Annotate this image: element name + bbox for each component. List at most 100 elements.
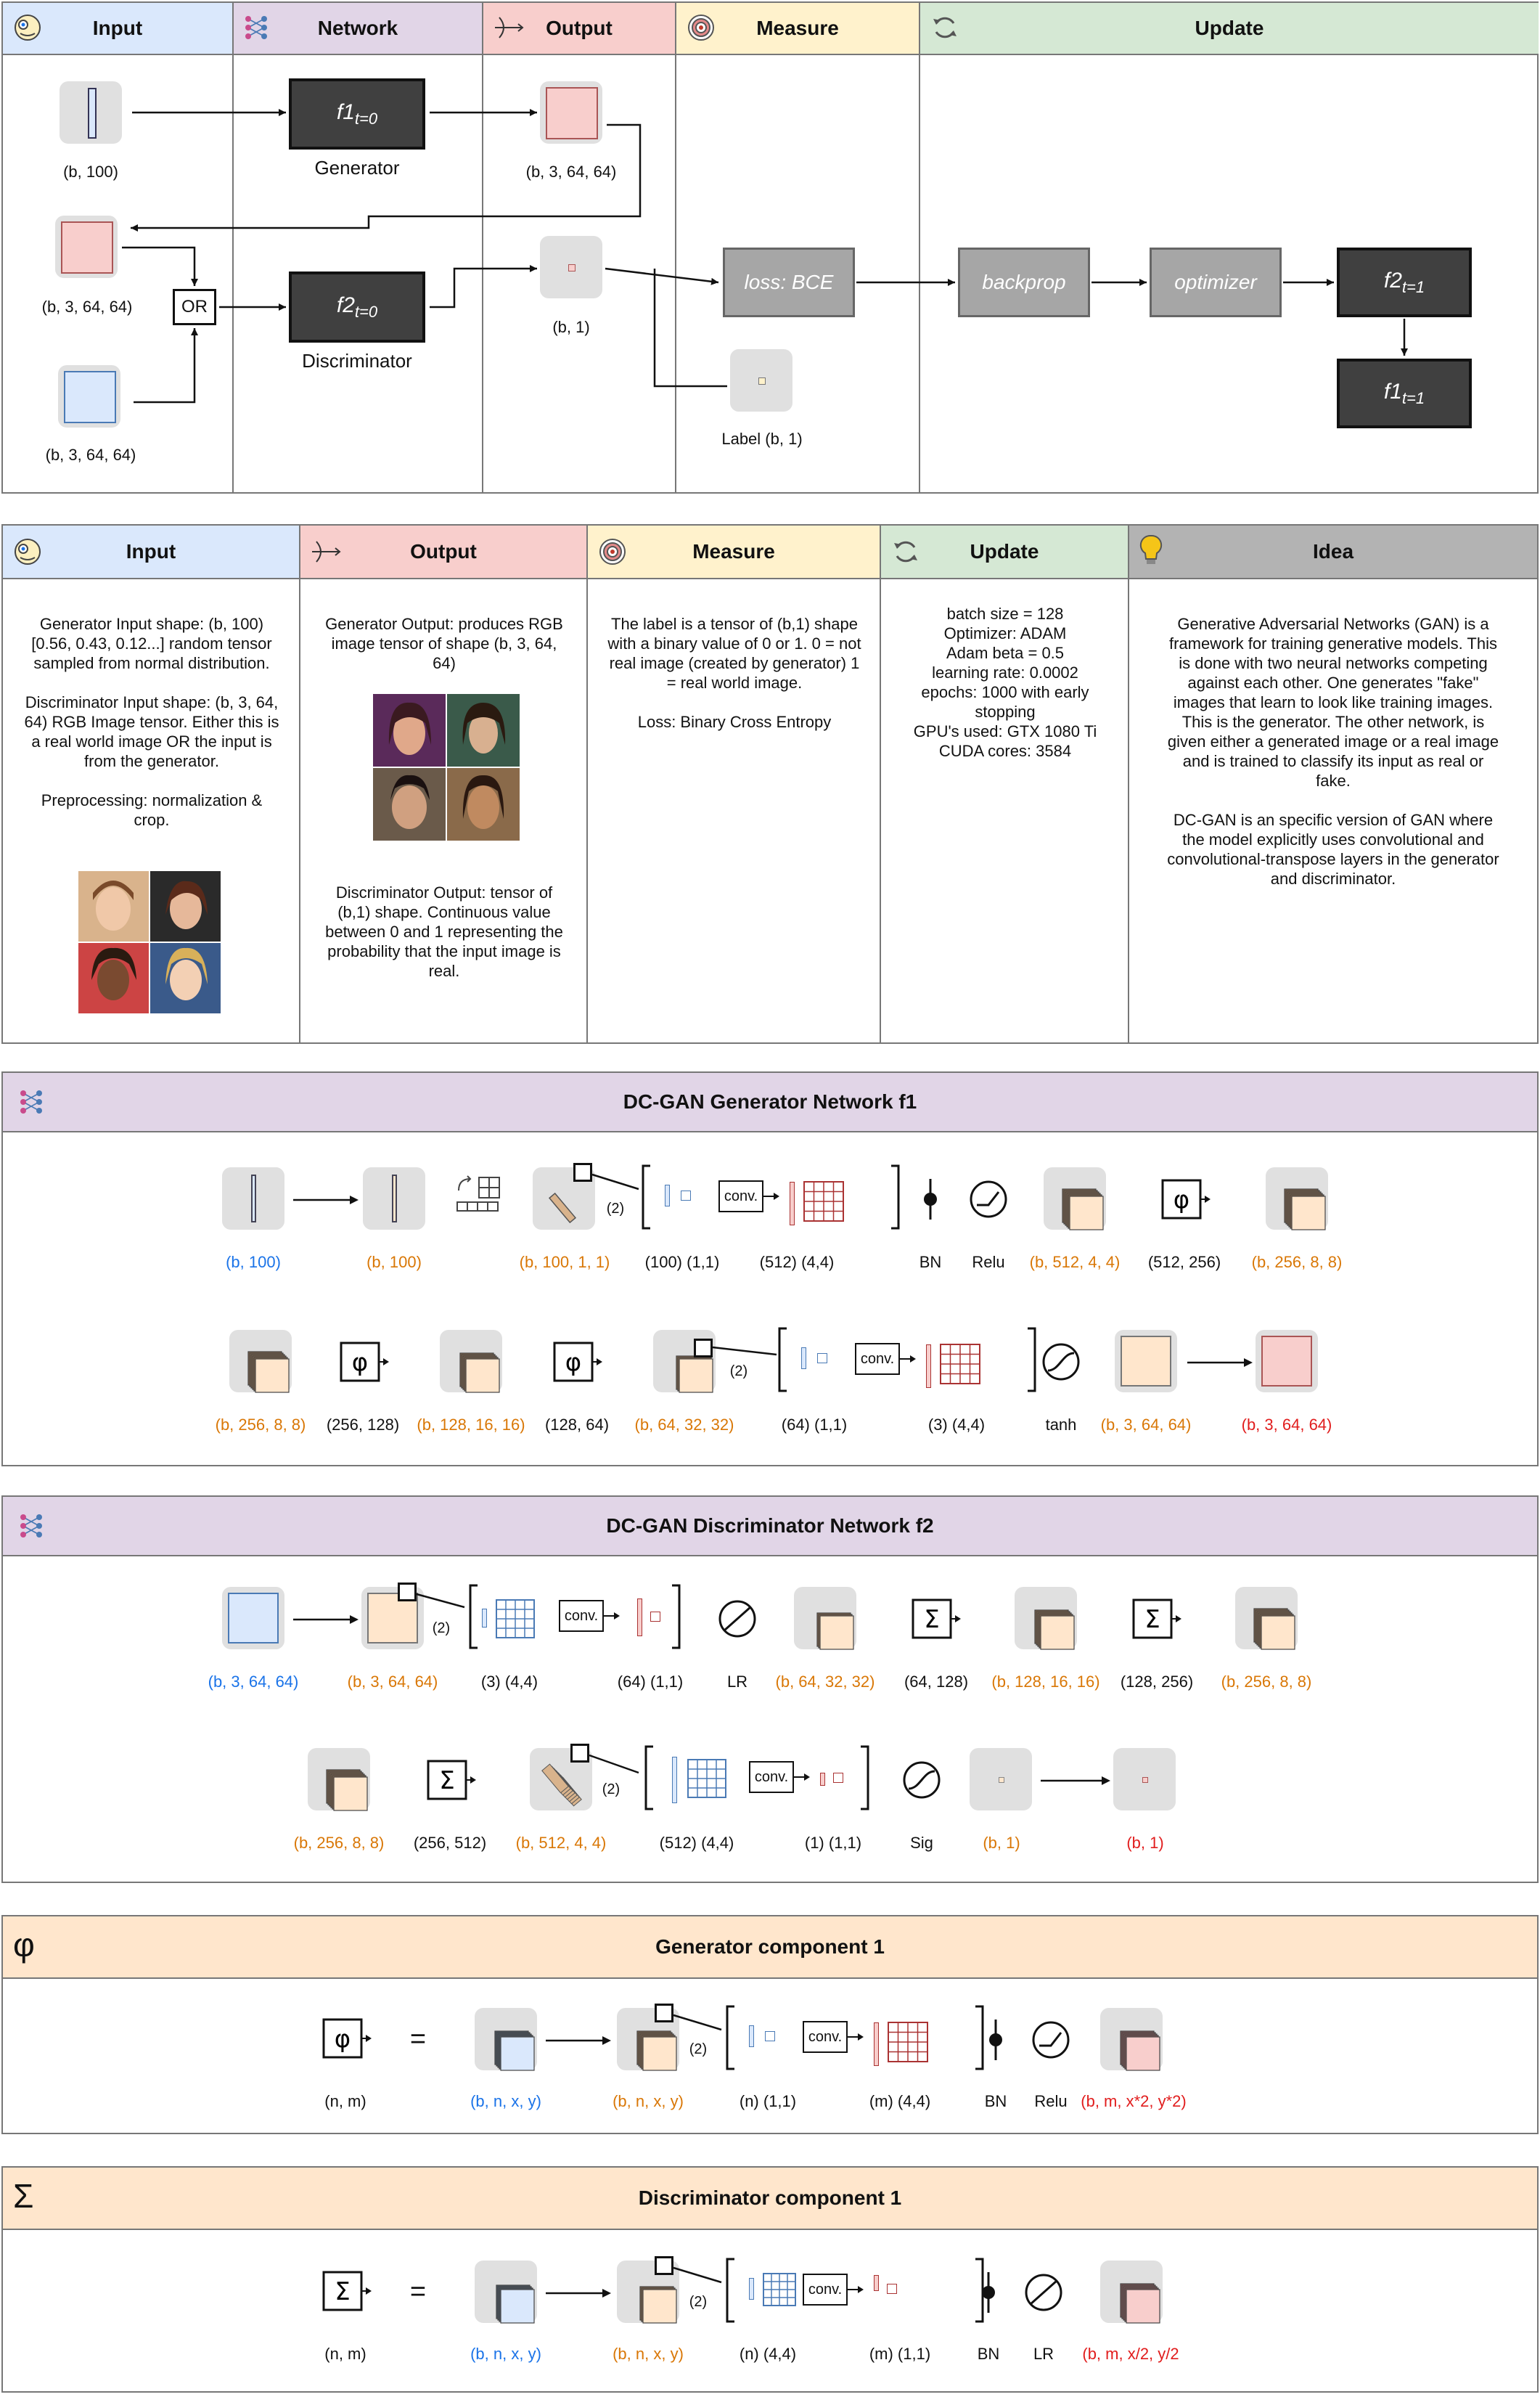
gen-output-shape: (b, 3, 64, 64)	[525, 163, 617, 181]
conv-arrow	[848, 2033, 864, 2041]
shape-label: (64) (1,1)	[781, 1416, 848, 1434]
link-line	[589, 1754, 639, 1774]
shape-label: (b, 100)	[366, 1253, 422, 1271]
shape-label: (b, 128, 16, 16)	[417, 1416, 525, 1434]
tensor-stack-icon	[496, 2284, 535, 2324]
channel-bar	[801, 1347, 806, 1369]
shape-label: (128, 256)	[1120, 1673, 1194, 1691]
label-shape: Label (b, 1)	[721, 430, 803, 448]
arrow	[1041, 1776, 1110, 1785]
discriminator-sub: t=0	[354, 302, 378, 321]
bracket-right	[861, 1745, 869, 1810]
generator-box[interactable]: f1t=0	[289, 78, 425, 150]
col-divider	[234, 55, 483, 494]
shape-label: (b, 3, 64, 64)	[347, 1673, 438, 1691]
kernel-corner	[655, 2004, 673, 2022]
backprop-box[interactable]: backprop	[958, 248, 1090, 317]
shape-label: (64) (1,1)	[617, 1673, 684, 1691]
kernel-grid	[888, 2022, 928, 2062]
channel-bar	[482, 1609, 487, 1628]
refresh-icon	[891, 537, 920, 566]
kernel-square	[765, 2031, 775, 2041]
header-output-label: Output	[546, 17, 613, 39]
measure-text-1: The label is a tensor of (b,1) shape wit…	[607, 615, 861, 692]
shape-label: (m) (1,1)	[869, 2345, 931, 2363]
image-icon	[228, 1593, 279, 1643]
kernel-grid	[687, 1759, 726, 1798]
col-divider	[483, 55, 676, 494]
input-text-3: Preprocessing: normalization & crop.	[41, 791, 263, 829]
arrow	[293, 1196, 359, 1204]
batchnorm-icon	[989, 2020, 1002, 2060]
discriminator-component-header: Σ Discriminator component 1	[3, 2168, 1537, 2230]
shape-label: (b, 512, 4, 4)	[1029, 1253, 1121, 1271]
arrow	[546, 2289, 611, 2298]
tensor-stack-icon	[494, 2030, 535, 2071]
info-col	[3, 579, 300, 1042]
bracket-left	[469, 1584, 478, 1649]
f1-next-sub: t=1	[1401, 388, 1425, 407]
kernel-corner	[398, 1583, 417, 1601]
noise-vector	[251, 1175, 256, 1222]
discriminator-box[interactable]: f2t=0	[289, 271, 425, 343]
phi-block-icon: φ	[553, 1342, 602, 1382]
svg-text:Σ: Σ	[439, 1766, 454, 1795]
shape-label: Sig	[910, 1834, 933, 1852]
discriminator-network-panel: DC-GAN Discriminator Network f2	[1, 1495, 1539, 1883]
shape-label: tanh	[1045, 1416, 1077, 1434]
tensor-stack-icon	[1284, 1188, 1326, 1230]
conv-arrow	[900, 1355, 916, 1363]
shape-label: BN	[984, 2092, 1007, 2110]
tensor-stack-icon	[326, 1769, 368, 1811]
generator-fn: f1	[336, 99, 355, 124]
link-line	[673, 2266, 722, 2284]
batchnorm-icon	[982, 2272, 995, 2313]
kernel-square	[650, 1612, 660, 1622]
channel-bar	[637, 1598, 642, 1636]
or-label: OR	[181, 297, 208, 317]
bracket-left	[726, 2258, 734, 2323]
shape-label: (b, 64, 32, 32)	[775, 1673, 875, 1691]
discriminator-component-title: Discriminator component 1	[638, 2186, 902, 2209]
svg-text:φ: φ	[565, 1348, 581, 1377]
image-icon	[1261, 1336, 1312, 1387]
f2-next-box[interactable]: f2t=1	[1337, 248, 1472, 317]
shape-label: (b, 100, 1, 1)	[519, 1253, 610, 1271]
shape-label: (b, 1)	[983, 1834, 1020, 1852]
network-icon	[19, 1513, 44, 1539]
optimizer-box[interactable]: optimizer	[1150, 248, 1282, 317]
f1-next-box[interactable]: f1t=1	[1337, 359, 1472, 428]
svg-text:φ: φ	[352, 1348, 368, 1377]
kernel-corner	[570, 1744, 589, 1763]
sigma-block-icon: Σ	[427, 1760, 476, 1800]
stride-label: (2)	[432, 1620, 451, 1636]
generator-component-title: Generator component 1	[655, 1935, 885, 1958]
tensor-stack-icon	[1062, 1188, 1104, 1230]
output-fork-icon	[311, 539, 343, 565]
info-col	[588, 579, 881, 1042]
shape-label: (b, 3, 64, 64)	[208, 1673, 299, 1691]
info-input-text: Generator Input shape: (b, 100) [0.56, 0…	[4, 614, 299, 849]
info-header-update-label: Update	[970, 540, 1039, 563]
phi-block-icon: φ	[1161, 1179, 1211, 1220]
noise-shape: (b, 100)	[63, 163, 118, 181]
loss-box[interactable]: loss: BCE	[723, 248, 855, 317]
info-panel: Input Output Measure Update Idea	[1, 524, 1539, 1044]
kernel-grid	[940, 1344, 980, 1384]
f1-next-fn: f1	[1383, 379, 1402, 404]
shape-label: (1) (1,1)	[804, 1834, 862, 1852]
reshape-icon	[456, 1175, 500, 1212]
bracket-left	[726, 2005, 734, 2070]
bracket-left	[644, 1745, 653, 1810]
face-icon	[13, 537, 42, 566]
col-divider	[676, 55, 920, 494]
stride-label: (2)	[602, 1781, 620, 1797]
pipeline-panel: Input Network Output Measure Update	[1, 1, 1539, 494]
kernel-grid	[496, 1599, 535, 1638]
shape-label: (b, 256, 8, 8)	[215, 1416, 306, 1434]
generator-component-panel: φ Generator component 1	[1, 1915, 1539, 2134]
info-header-output-label: Output	[410, 540, 477, 563]
generated-faces-image	[373, 694, 520, 841]
channel-bar	[749, 2278, 754, 2300]
tensor-stack-icon	[541, 1763, 582, 1807]
